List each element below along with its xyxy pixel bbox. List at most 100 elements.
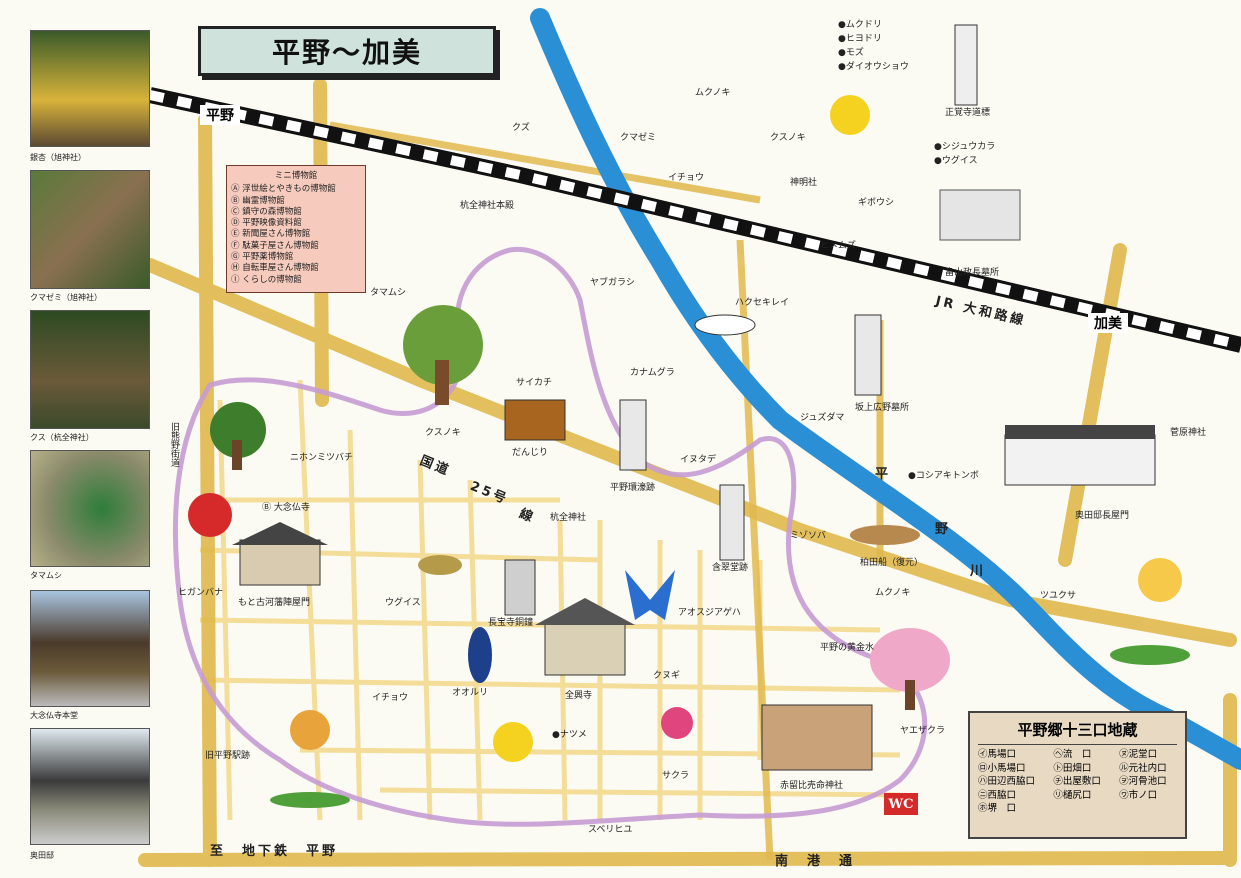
- label-tsuyukusa: ツユクサ: [1040, 591, 1077, 601]
- jizo-item: ㋺小馬場口: [978, 762, 1026, 774]
- bird-item: ●ムクドリ: [838, 20, 882, 30]
- label-kunugi: クヌギ: [653, 671, 681, 681]
- label-kanamugura: カナムグラ: [630, 368, 675, 378]
- label-mizosoba: ミゾソバ: [790, 531, 827, 541]
- label-kango: 平野環濠跡: [610, 483, 656, 493]
- legend-item: Ⓑ 幽霊博物館: [231, 195, 285, 206]
- legend-item: Ⓒ 鎮守の森博物館: [231, 206, 302, 217]
- label-saikachi: サイカチ: [516, 378, 553, 388]
- artist-stamp: WC: [884, 793, 918, 815]
- river-label-hira: 平: [875, 467, 892, 482]
- label-aosuji: アオスジアゲハ: [678, 608, 741, 618]
- legend-item: Ⓖ 平野薬博物館: [231, 252, 294, 263]
- jizo-item: ㋸元社内口: [1119, 762, 1167, 774]
- bird-item: ●モズ: [838, 48, 864, 58]
- photo-caption: クス（杭全神社）: [30, 433, 94, 442]
- label-shokakuji: 正覚寺道標: [945, 108, 991, 118]
- label-danjiri: だんじり: [512, 448, 549, 458]
- photo-okuda-house: [30, 728, 150, 845]
- label-inutade: イヌタデ: [680, 455, 717, 465]
- photo-kumazemi: [30, 170, 150, 289]
- map-title: 平野〜加美: [198, 26, 496, 76]
- label-mukunoki: ムクノキ: [695, 88, 731, 98]
- legend-item: Ⓘ くらしの博物館: [231, 274, 302, 285]
- label-jinyamon: もと古河藩陣屋門: [238, 598, 311, 608]
- label-kuzu: クズ: [512, 123, 530, 133]
- label-ooruri: オオルリ: [452, 688, 489, 698]
- label-yaezakura: ヤエザクラ: [900, 726, 946, 736]
- jizo-item: ㋑馬場口: [978, 749, 1017, 760]
- label-kumazemi: クマゼミ: [620, 133, 657, 143]
- label-natsume: ●ナツメ: [552, 730, 587, 740]
- jizo-item: ㋥西脇口: [978, 789, 1017, 801]
- label-akaruhime: 赤留比売命神社: [780, 781, 844, 791]
- illustrations: [188, 24, 1190, 808]
- label-giboshi: ギボウシ: [858, 198, 895, 208]
- photo-caption: 奥田邸: [30, 851, 54, 860]
- bird-item: ●ダイオウショウ: [838, 62, 909, 72]
- label-okuda: 奥田邸長屋門: [1075, 511, 1130, 521]
- label-nihonmitsubachi: ニホンミツバチ: [290, 453, 354, 463]
- station-kami: 加美: [1088, 313, 1128, 333]
- jizo-item: ㋾河骨池口: [1119, 776, 1167, 787]
- label-icho2: イチョウ: [372, 693, 409, 703]
- jizo-title: 平野郷十三口地蔵: [978, 719, 1177, 745]
- photo-dainenbutsuji: [30, 590, 150, 707]
- bird-item: ●ウグイス: [934, 156, 978, 166]
- jizo-item: ㋣田畑口: [1053, 762, 1092, 774]
- label-kumata: 杭全神社: [550, 513, 587, 523]
- legend-heading: ミニ博物館: [274, 171, 318, 181]
- label-kumata-honden: 杭全神社本殿: [460, 201, 515, 211]
- label-shinmeisha: 神明社: [790, 178, 818, 188]
- label-dainenbutsuji: Ⓑ 大念仏寺: [262, 503, 310, 513]
- jizo-item: ㋦泥堂口: [1119, 749, 1158, 760]
- label-kumano-kaido: 旧熊野街道: [169, 422, 179, 467]
- label-kusunoki2: クスノキ: [425, 428, 461, 438]
- jizo-item: ㋩田辺西脇口: [978, 776, 1036, 787]
- label-sakagami: 坂上広野墓所: [855, 403, 910, 413]
- minamiko-label: 南 港 通: [775, 854, 856, 869]
- environs-moat: [172, 246, 928, 827]
- jizo-item: ㋠出屋敷口: [1053, 776, 1101, 787]
- mini-museum-legend: ミニ博物館 Ⓐ 浮世絵とやきもの博物館 Ⓑ 幽霊博物館 Ⓒ 鎮守の森博物館 Ⓓ …: [226, 165, 366, 293]
- label-kashiwabara: 柏田船（復元）: [860, 558, 924, 568]
- jizo-legend: 平野郷十三口地蔵 ㋑馬場口 ㋬流 口 ㋦泥堂口 ㋺小馬場口 ㋣田畑口 ㋸元社内口…: [968, 711, 1187, 839]
- label-sugawara: 菅原神社: [1170, 428, 1207, 438]
- bird-list-2: ●シジュウカラ ●ウグイス: [934, 140, 995, 168]
- river-label-kawa: 川: [970, 564, 987, 579]
- label-yabugarashi: ヤブガラシ: [590, 278, 635, 288]
- legend-item: Ⓓ 平野映像資料館: [231, 218, 302, 229]
- legend-item: Ⓔ 新聞屋さん博物館: [231, 229, 311, 240]
- photo-caption: 銀杏（旭神社）: [30, 153, 86, 162]
- jizo-item: ㋬流 口: [1053, 749, 1092, 760]
- label-kusunoki: クスノキ: [770, 133, 806, 143]
- jizo-item: ㋻市ノ口: [1119, 789, 1158, 801]
- label-mukunoki2: ムクノキ: [875, 588, 911, 598]
- hirano-river: [530, 8, 1241, 770]
- bird-list: ●ムクドリ ●ヒヨドリ ●モズ ●ダイオウショウ: [838, 18, 909, 74]
- label-koshiaki: ●コシアキトンボ: [908, 471, 979, 481]
- label-himemuzu: ヒメムズ: [820, 241, 857, 251]
- jizo-item: ㋭堺 口: [978, 803, 1017, 814]
- legend-item: Ⓐ 浮世絵とやきもの博物館: [231, 184, 336, 195]
- jizo-item: ㋷樋尻口: [1053, 789, 1092, 801]
- label-ogonsui: 平野の黄金水: [820, 643, 875, 653]
- river-label-no: 野: [935, 522, 952, 537]
- photo-caption: タマムシ: [30, 571, 62, 580]
- label-juzudama: ジュズダマ: [800, 413, 845, 423]
- label-icho: イチョウ: [668, 173, 705, 183]
- label-sakura: サクラ: [662, 771, 690, 781]
- subway-label: 至 地下鉄 平野: [210, 844, 339, 859]
- bird-item: ●シジュウカラ: [934, 142, 996, 152]
- label-uguisu: ウグイス: [385, 598, 421, 608]
- label-higanbana: ヒガンバナ: [178, 588, 224, 598]
- photo-caption: クマゼミ（旭神社）: [30, 293, 102, 302]
- label-zenkoji: 全興寺: [565, 691, 593, 701]
- label-old-station: 旧平野駅跡: [205, 751, 251, 761]
- station-hirano: 平野: [200, 105, 240, 125]
- label-chohoji: 長宝寺銅鐘: [488, 618, 534, 628]
- bird-item: ●ヒヨドリ: [838, 34, 882, 44]
- label-hakusekirei: ハクセキレイ: [735, 298, 790, 308]
- photo-tamamushi: [30, 450, 150, 567]
